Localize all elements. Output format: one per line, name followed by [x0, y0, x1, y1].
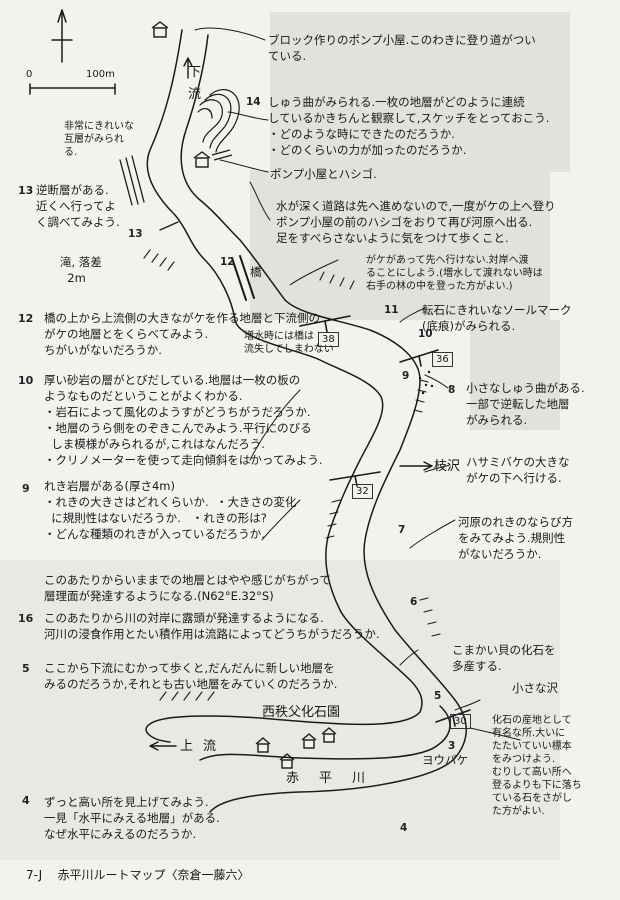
- note-10-sandstone: 厚い砂岩の層がとびだしている.地層は一枚の板の ようなものだということがよくわか…: [44, 373, 323, 467]
- strike-symbols: [299, 315, 471, 727]
- scale-distance-label: 100m: [86, 69, 115, 80]
- river-bank-right: [180, 34, 467, 813]
- river-bank-bottom: [199, 705, 451, 761]
- scale-zero-label: 0: [26, 69, 33, 80]
- shaded-panel-mid: [250, 170, 550, 320]
- bridge-icon: [231, 255, 255, 301]
- left-number-10: 10: [18, 374, 34, 387]
- note-pump-stairs: ポンプ小屋とハシゴ.: [270, 167, 377, 181]
- bridge-label: 橋: [250, 265, 262, 279]
- map-number-6: 6: [410, 596, 418, 608]
- left-number-13: 13: [18, 184, 34, 197]
- map-number-4: 4: [400, 822, 408, 834]
- park-building-icon: [255, 727, 337, 769]
- note-alternation: 非常にきれいな 互層がみられ る.: [64, 121, 134, 158]
- downstream-label: 下流: [188, 65, 202, 102]
- left-number-4: 4: [22, 794, 30, 807]
- side-stream-label: 枝沢: [434, 459, 461, 474]
- map-number-10: 10: [418, 328, 433, 340]
- map-number-13: 13: [128, 228, 143, 240]
- map-number-7: 7: [398, 524, 406, 536]
- map-number-5: 5: [434, 690, 442, 702]
- gravel-dots: [418, 370, 434, 395]
- river-name-label: 赤平川: [286, 771, 386, 786]
- strike-label-32: 32: [352, 484, 373, 499]
- note-5-downstream: ここから下流にむかって歩くと,だんだんに新しい地層を みるのだろうか,それとも古…: [44, 661, 338, 691]
- left-number-9: 9: [22, 482, 30, 495]
- pump-house-icon: [193, 149, 233, 168]
- yoshibake-label: ヨウバケ: [422, 753, 468, 767]
- note-9-conglomerate: れき岩層がある(厚さ4m) ・れきの大きさはどれくらいか. ・大きさの変化 に規…: [44, 479, 297, 541]
- note-pump-block: ブロック作りのポンプ小屋.このわきに登り道がつい ている.: [268, 33, 536, 63]
- note-7-gravel: 河原のれきのならび方 をみてみよう.規則性 がないだろうか.: [458, 515, 573, 561]
- small-stream-label: 小さな沢: [512, 681, 558, 695]
- map-number-3: 3: [448, 740, 456, 752]
- leader-lines: [194, 27, 521, 741]
- park-name-label: 西秩父化石園: [262, 705, 341, 720]
- note-6-shell-fossils: こまかい貝の化石を 多産する.: [452, 643, 556, 673]
- fold-hatching: [197, 89, 240, 153]
- bridge-note: 増水時には橋は 流失してしまわない: [244, 331, 334, 355]
- flow-arrows: [149, 57, 433, 751]
- note-13-fault: 逆断層がある. 近くへ行ってよ く調べてみよう.: [36, 183, 120, 229]
- note-strata-change: このあたりからいままでの地層とはやや感じがちがって 層理面が発達するようになる.…: [44, 573, 331, 603]
- note-8-small-fold: 小さなしゅう曲がある. 一部で逆転した地層 がみられる.: [466, 381, 585, 427]
- strike-label-30: 30: [450, 714, 471, 729]
- left-number-5: 5: [22, 662, 30, 675]
- note-4-horizontal: ずっと高い所を見上げてみよう. 一見「水平にみえる地層」がある. なぜ水平にみえ…: [44, 795, 220, 841]
- upstream-label: 上流: [180, 739, 227, 754]
- cliff-hatching: [143, 249, 441, 701]
- river-bank-left: [145, 29, 423, 743]
- note-14-fold: しゅう曲がみられる.一枚の地層がどのように連続 しているかきちんと観察して,スケ…: [268, 95, 550, 157]
- map-number-12: 12: [220, 256, 235, 268]
- left-number-16: 16: [18, 612, 34, 625]
- waterfall-label: 滝, 落差 2m: [60, 255, 102, 285]
- note-cross-river: がケがあって先へ行けない.対岸へ渡 ることにしよう.(増水して渡れない時は 右手…: [366, 255, 543, 292]
- note-16-outcrop: このあたりから川の対岸に露頭が発達するようになる. 河川の浸食作用とたい積作用は…: [44, 611, 380, 641]
- north-arrow-icon: [51, 9, 73, 63]
- strike-label-36: 36: [432, 352, 453, 367]
- strike-label-38: 38: [318, 332, 339, 347]
- note-12-bridge: 橋の上から上流側の大きながケを作る地層と下流側の がケの地層とをくらべてみよう.…: [44, 311, 320, 357]
- map-number-9: 9: [402, 370, 410, 382]
- shaded-panel-bottom: [0, 560, 560, 860]
- page-footer: 7-J 赤平川ルートマップ〈奈倉一藤六〉: [26, 866, 249, 883]
- left-number-12: 12: [18, 312, 34, 325]
- note-hasami: ハサミバケの大きな がケの下へ行ける.: [466, 455, 570, 485]
- scale-bar-icon: [29, 83, 116, 95]
- page-number: 7-J: [26, 868, 43, 882]
- map-title: 赤平川ルートマップ〈奈倉一藤六〉: [57, 868, 250, 882]
- pump-house-icon: [151, 21, 169, 38]
- note-11-solemark: 転石にきれいなソールマーク (底痕)がみられる.: [422, 303, 572, 333]
- fault-hatching: [119, 155, 145, 206]
- map-number-8: 8: [448, 384, 456, 396]
- shaded-panel-top: [270, 12, 570, 172]
- map-number-11: 11: [384, 304, 399, 316]
- note-deep-water: 水が深く道路は先へ進めないので,一度がケの上へ登り ポンプ小屋の前のハシゴをおり…: [276, 199, 556, 245]
- shaded-panel-right: [470, 320, 560, 430]
- note-3-fossil-site: 化石の産地として 有名な所.大いに たたいていい標本 をみつけよう. むりして高…: [492, 715, 582, 817]
- map-number-14: 14: [246, 96, 261, 108]
